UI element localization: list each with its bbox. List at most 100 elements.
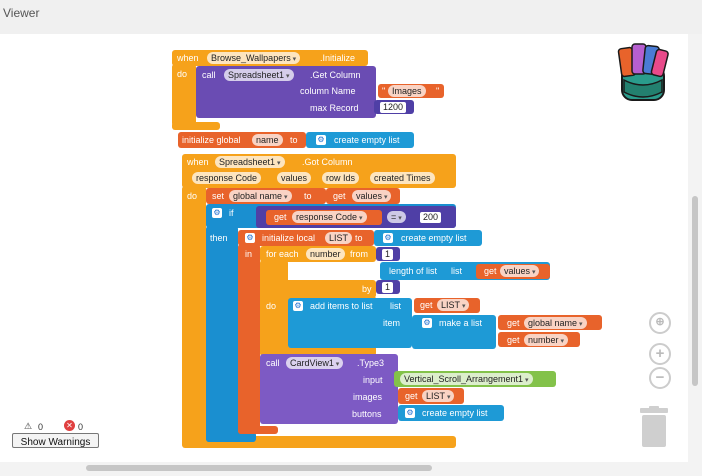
event-param[interactable]: response Code bbox=[192, 172, 262, 184]
variable-dropdown[interactable]: values bbox=[500, 265, 540, 277]
for-each-to-row bbox=[260, 280, 376, 298]
gear-icon[interactable]: ⚙ bbox=[245, 233, 255, 243]
create-empty-list-label: create empty list bbox=[422, 408, 488, 418]
vertical-scrollbar[interactable] bbox=[688, 34, 702, 476]
variable-dropdown[interactable]: number bbox=[524, 334, 568, 346]
vertical-scroll-thumb[interactable] bbox=[692, 196, 698, 386]
get-label: get bbox=[507, 335, 520, 345]
blocks-workspace[interactable]: when Browse_Wallpapers .Initialize do ca… bbox=[0, 34, 688, 470]
get-label: get bbox=[274, 212, 287, 222]
in-label: in bbox=[245, 249, 253, 259]
list-label: list bbox=[390, 301, 401, 311]
zoom-in-icon[interactable]: + bbox=[649, 343, 671, 365]
for-each-label: for each bbox=[266, 249, 299, 259]
recenter-icon[interactable]: ⊕ bbox=[649, 312, 671, 334]
init-global-label: initialize global bbox=[182, 135, 241, 145]
make-a-list-label: make a list bbox=[439, 318, 483, 328]
arg-label: max Record bbox=[310, 103, 359, 113]
number-value[interactable]: 200 bbox=[420, 212, 442, 223]
show-warnings-button[interactable]: Show Warnings bbox=[12, 433, 99, 448]
component-dropdown[interactable]: Spreadsheet1 bbox=[215, 156, 285, 168]
variable-dropdown[interactable]: global name bbox=[229, 190, 292, 202]
length-of-list-label: length of list bbox=[389, 266, 438, 276]
arg-label: images bbox=[353, 392, 383, 402]
get-label: get bbox=[333, 191, 346, 201]
gear-icon[interactable]: ⚙ bbox=[316, 135, 326, 145]
when-label: when bbox=[187, 157, 209, 167]
warning-count: 0 bbox=[38, 422, 44, 432]
horizontal-scroll-thumb[interactable] bbox=[86, 465, 432, 471]
then-label: then bbox=[210, 233, 228, 243]
gear-icon[interactable]: ⚙ bbox=[383, 233, 393, 243]
operator-dropdown[interactable]: = bbox=[387, 211, 406, 223]
variable-name[interactable]: name bbox=[252, 134, 283, 146]
create-empty-list-label: create empty list bbox=[334, 135, 400, 145]
create-empty-list-block[interactable] bbox=[398, 405, 504, 421]
do-label: do bbox=[266, 301, 277, 311]
text-value[interactable]: Images bbox=[388, 85, 426, 97]
trash-icon[interactable] bbox=[638, 406, 670, 448]
to-label: to bbox=[363, 267, 371, 277]
get-label: get bbox=[484, 266, 497, 276]
init-local-foot bbox=[238, 426, 278, 434]
arg-label: buttons bbox=[352, 409, 382, 419]
create-empty-list-block[interactable] bbox=[306, 132, 414, 148]
arg-label: column Name bbox=[300, 86, 356, 96]
warning-icon: ⚠ bbox=[24, 421, 33, 431]
viewer-header: Viewer bbox=[0, 0, 702, 34]
event-block-got-column-body bbox=[182, 186, 206, 446]
event-block-initialize-foot bbox=[172, 122, 220, 130]
to-label: to bbox=[304, 191, 312, 201]
horizontal-scrollbar[interactable] bbox=[0, 462, 688, 476]
number-value[interactable]: 1200 bbox=[380, 102, 407, 113]
do-label: do bbox=[177, 69, 188, 79]
event-param[interactable]: row Ids bbox=[322, 172, 360, 184]
backpack-icon[interactable] bbox=[616, 42, 670, 104]
gear-icon[interactable]: ⚙ bbox=[212, 208, 222, 218]
event-param[interactable]: values bbox=[277, 172, 312, 184]
to-label: to bbox=[355, 233, 363, 243]
gear-icon[interactable]: ⚙ bbox=[293, 301, 303, 311]
if-block-foot bbox=[206, 432, 256, 442]
add-items-block[interactable] bbox=[288, 298, 412, 348]
event-name: .Got Column bbox=[302, 157, 353, 167]
component-dropdown[interactable]: Spreadsheet1 bbox=[224, 69, 294, 81]
if-label: if bbox=[229, 208, 234, 218]
from-label: from bbox=[350, 249, 368, 259]
to-label: to bbox=[290, 135, 298, 145]
zoom-out-icon[interactable]: − bbox=[649, 367, 671, 389]
loop-variable[interactable]: number bbox=[306, 248, 345, 260]
get-label: get bbox=[507, 318, 520, 328]
gear-icon[interactable]: ⚙ bbox=[405, 408, 415, 418]
get-label: get bbox=[405, 391, 418, 401]
create-empty-list-label: create empty list bbox=[401, 233, 467, 243]
event-name: .Initialize bbox=[320, 53, 356, 63]
gear-icon[interactable]: ⚙ bbox=[422, 318, 432, 328]
variable-dropdown[interactable]: LIST bbox=[437, 299, 470, 311]
variable-name[interactable]: LIST bbox=[325, 232, 353, 244]
viewer-title: Viewer bbox=[3, 6, 40, 20]
number-value[interactable]: 1 bbox=[382, 282, 394, 293]
variable-dropdown[interactable]: global name bbox=[524, 317, 587, 329]
set-label: set bbox=[212, 191, 225, 201]
event-param[interactable]: created Times bbox=[370, 172, 435, 184]
do-label: do bbox=[187, 191, 198, 201]
method-name: .Type3 bbox=[357, 358, 385, 368]
if-block-body bbox=[206, 226, 238, 442]
number-value[interactable]: 1 bbox=[382, 249, 394, 260]
error-count: 0 bbox=[78, 422, 84, 432]
init-local-label: initialize local bbox=[262, 233, 316, 243]
error-icon: ✕ bbox=[64, 420, 75, 431]
by-label: by bbox=[362, 284, 372, 294]
variable-dropdown[interactable]: response Code bbox=[292, 211, 367, 223]
create-empty-list-block[interactable] bbox=[374, 230, 482, 246]
quote-open: " bbox=[382, 86, 386, 96]
component-dropdown[interactable]: CardView1 bbox=[286, 357, 344, 369]
component-dropdown[interactable]: Browse_Wallpapers bbox=[207, 52, 301, 64]
when-label: when bbox=[177, 53, 199, 63]
variable-dropdown[interactable]: LIST bbox=[422, 390, 455, 402]
component-dropdown[interactable]: Vertical_Scroll_Arrangement1 bbox=[400, 373, 533, 385]
variable-dropdown[interactable]: values bbox=[352, 190, 392, 202]
init-local-body bbox=[238, 244, 260, 434]
item-label: item bbox=[383, 318, 401, 328]
